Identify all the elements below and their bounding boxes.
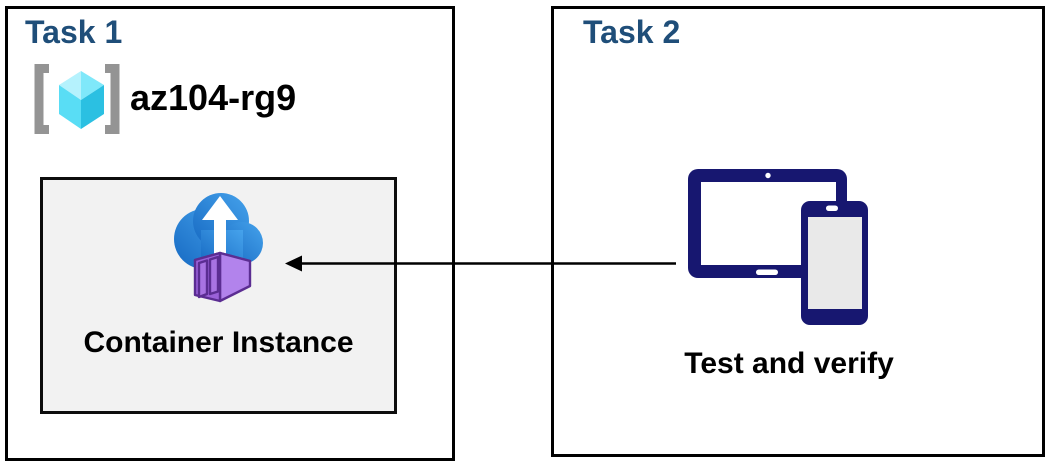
container-shape (193, 251, 252, 303)
devices-label: Test and verify (684, 347, 894, 380)
container-instance-box: Container Instance (40, 177, 397, 414)
resource-group-label: az104-rg9 (130, 77, 297, 118)
phone-icon (801, 201, 868, 325)
task1-title: Task 1 (25, 14, 123, 50)
task1-box: Task 1 az104-rg9 (5, 6, 455, 461)
container-instance-label: Container Instance (83, 326, 354, 359)
task2-box: Task 2 Test and verify (551, 6, 1045, 457)
devices-icon (688, 169, 868, 325)
upload-arrow-icon (202, 196, 238, 254)
container-instance-icon (174, 193, 263, 303)
task2-title: Task 2 (583, 14, 681, 50)
resource-group-icon (34, 64, 120, 134)
